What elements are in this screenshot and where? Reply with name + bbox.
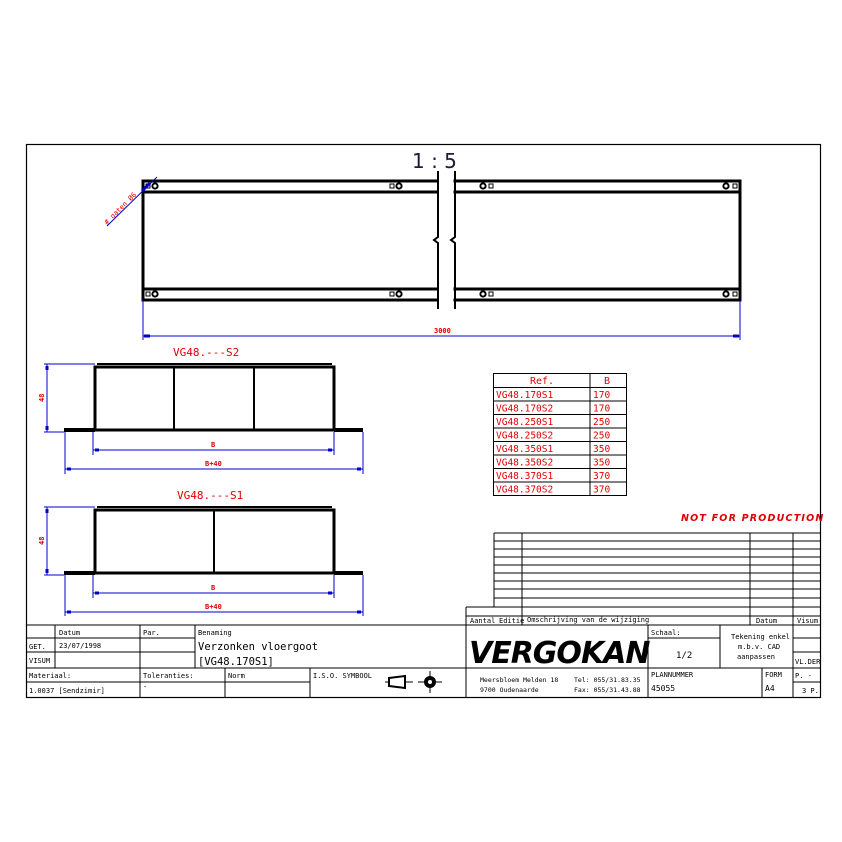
plannummer-value: 45055 [651, 684, 675, 693]
materiaal-label: Materiaal: [29, 672, 71, 680]
schaal-label: Schaal: [651, 629, 681, 637]
toleranties-value: - [143, 683, 147, 691]
vlder-label: VL.DER [795, 658, 821, 666]
ref-cell: VG48.350S2 [496, 458, 553, 469]
cad-note-line1: Tekening enkel [731, 633, 790, 641]
section-s2-title: VG48.---S2 [173, 346, 239, 359]
plannummer-label: PLANNUMMER [651, 671, 694, 679]
b-cell: 170 [593, 390, 610, 401]
ref-header: Ref. [530, 376, 554, 387]
address-line1: Meersbloem Melden 18 [480, 676, 558, 684]
section-s2-height-dim: 48 [38, 394, 46, 402]
datum-header: Datum [756, 617, 777, 625]
title-block: Datum Par. Benaming GET. 23/07/1998 VISU… [26, 624, 821, 697]
ref-cell: VG48.170S2 [496, 404, 553, 415]
b-cell: 250 [593, 417, 610, 428]
sheet-border [25, 143, 822, 699]
section-s1-title: VG48.---S1 [177, 489, 243, 502]
visum-header: Visum [797, 617, 818, 625]
b-cell: 350 [593, 458, 610, 469]
editie-header: Editie [499, 617, 524, 625]
b-cell: 370 [593, 471, 610, 482]
not-for-production-stamp: NOT FOR PRODUCTION [681, 513, 825, 524]
mounting-holes [145, 182, 738, 298]
break-line-left [432, 171, 439, 309]
get-label: GET. [29, 643, 46, 651]
projection-symbol-icon [385, 671, 442, 693]
section-s1-inner-width-dim: B [211, 584, 215, 592]
b-cell: 170 [593, 404, 610, 415]
iso-symbol-label: I.S.O. SYMBOOL [313, 672, 372, 680]
ref-cell: VG48.370S2 [496, 485, 553, 496]
form-label: FORM [765, 671, 782, 679]
ref-cell: VG48.170S1 [496, 390, 553, 401]
toleranties-label: Toleranties: [143, 672, 194, 680]
drawing-title: Verzonken vloergoot [198, 641, 318, 653]
cad-note-line3: aanpassen [737, 653, 775, 661]
b-cell: 370 [593, 485, 610, 496]
plan-view: 1 : 5 # gaten Ø6 [103, 149, 742, 340]
page-label: P. - [795, 672, 812, 680]
fax: Fax: 055/31.43.88 [574, 686, 641, 694]
b-cell: 350 [593, 444, 610, 455]
scale-label: 1 : 5 [412, 149, 457, 173]
datum-label: Datum [59, 629, 80, 637]
norm-label: Norm [228, 672, 245, 680]
hole-note: # gaten Ø6 [103, 191, 138, 226]
visum-label: VISUM [29, 657, 50, 665]
section-s2-view: VG48.---S2 48 B B+40 [38, 346, 364, 474]
revision-table: Aantal Editie Omschrijving van de wijzig… [465, 532, 820, 625]
aantal-header: Aantal [470, 617, 495, 625]
materiaal-value: 1.0037 [Sendzimir] [29, 687, 105, 695]
section-s1-outer-width-dim: B+40 [205, 603, 222, 611]
ref-cell: VG48.250S2 [496, 431, 553, 442]
b-cell: 250 [593, 431, 610, 442]
reference-table: Ref. B VG48.170S1 170 VG48.170S2 170 VG4… [493, 373, 627, 496]
section-s2-inner-width-dim: B [211, 441, 215, 449]
schaal-value: 1/2 [676, 651, 692, 661]
omschrijving-header: Omschrijving van de wijziging [527, 616, 649, 624]
par-label: Par. [143, 629, 160, 637]
ref-cell: VG48.250S1 [496, 417, 553, 428]
address-line2: 9700 Oudenaarde [480, 686, 539, 694]
benaming-label: Benaming [198, 629, 232, 637]
form-value: A4 [765, 684, 775, 693]
overall-length-dim: 3000 [434, 327, 451, 335]
drawing-subtitle: [VG48.170S1] [198, 656, 274, 668]
page-value: 3 P. [802, 687, 819, 695]
ref-cell: VG48.370S1 [496, 471, 553, 482]
section-s1-height-dim: 48 [38, 537, 46, 545]
cad-note-line2: m.b.v. CAD [738, 643, 780, 651]
b-header: B [604, 376, 610, 387]
section-s2-outer-width-dim: B+40 [205, 460, 222, 468]
get-date: 23/07/1998 [59, 642, 101, 650]
break-line-right [449, 171, 456, 309]
vergokan-logo: VERGOKAN [469, 636, 650, 671]
section-s1-view: VG48.---S1 48 B B+40 [38, 489, 364, 616]
phone: Tel: 055/31.83.35 [574, 676, 641, 684]
ref-cell: VG48.350S1 [496, 444, 553, 455]
